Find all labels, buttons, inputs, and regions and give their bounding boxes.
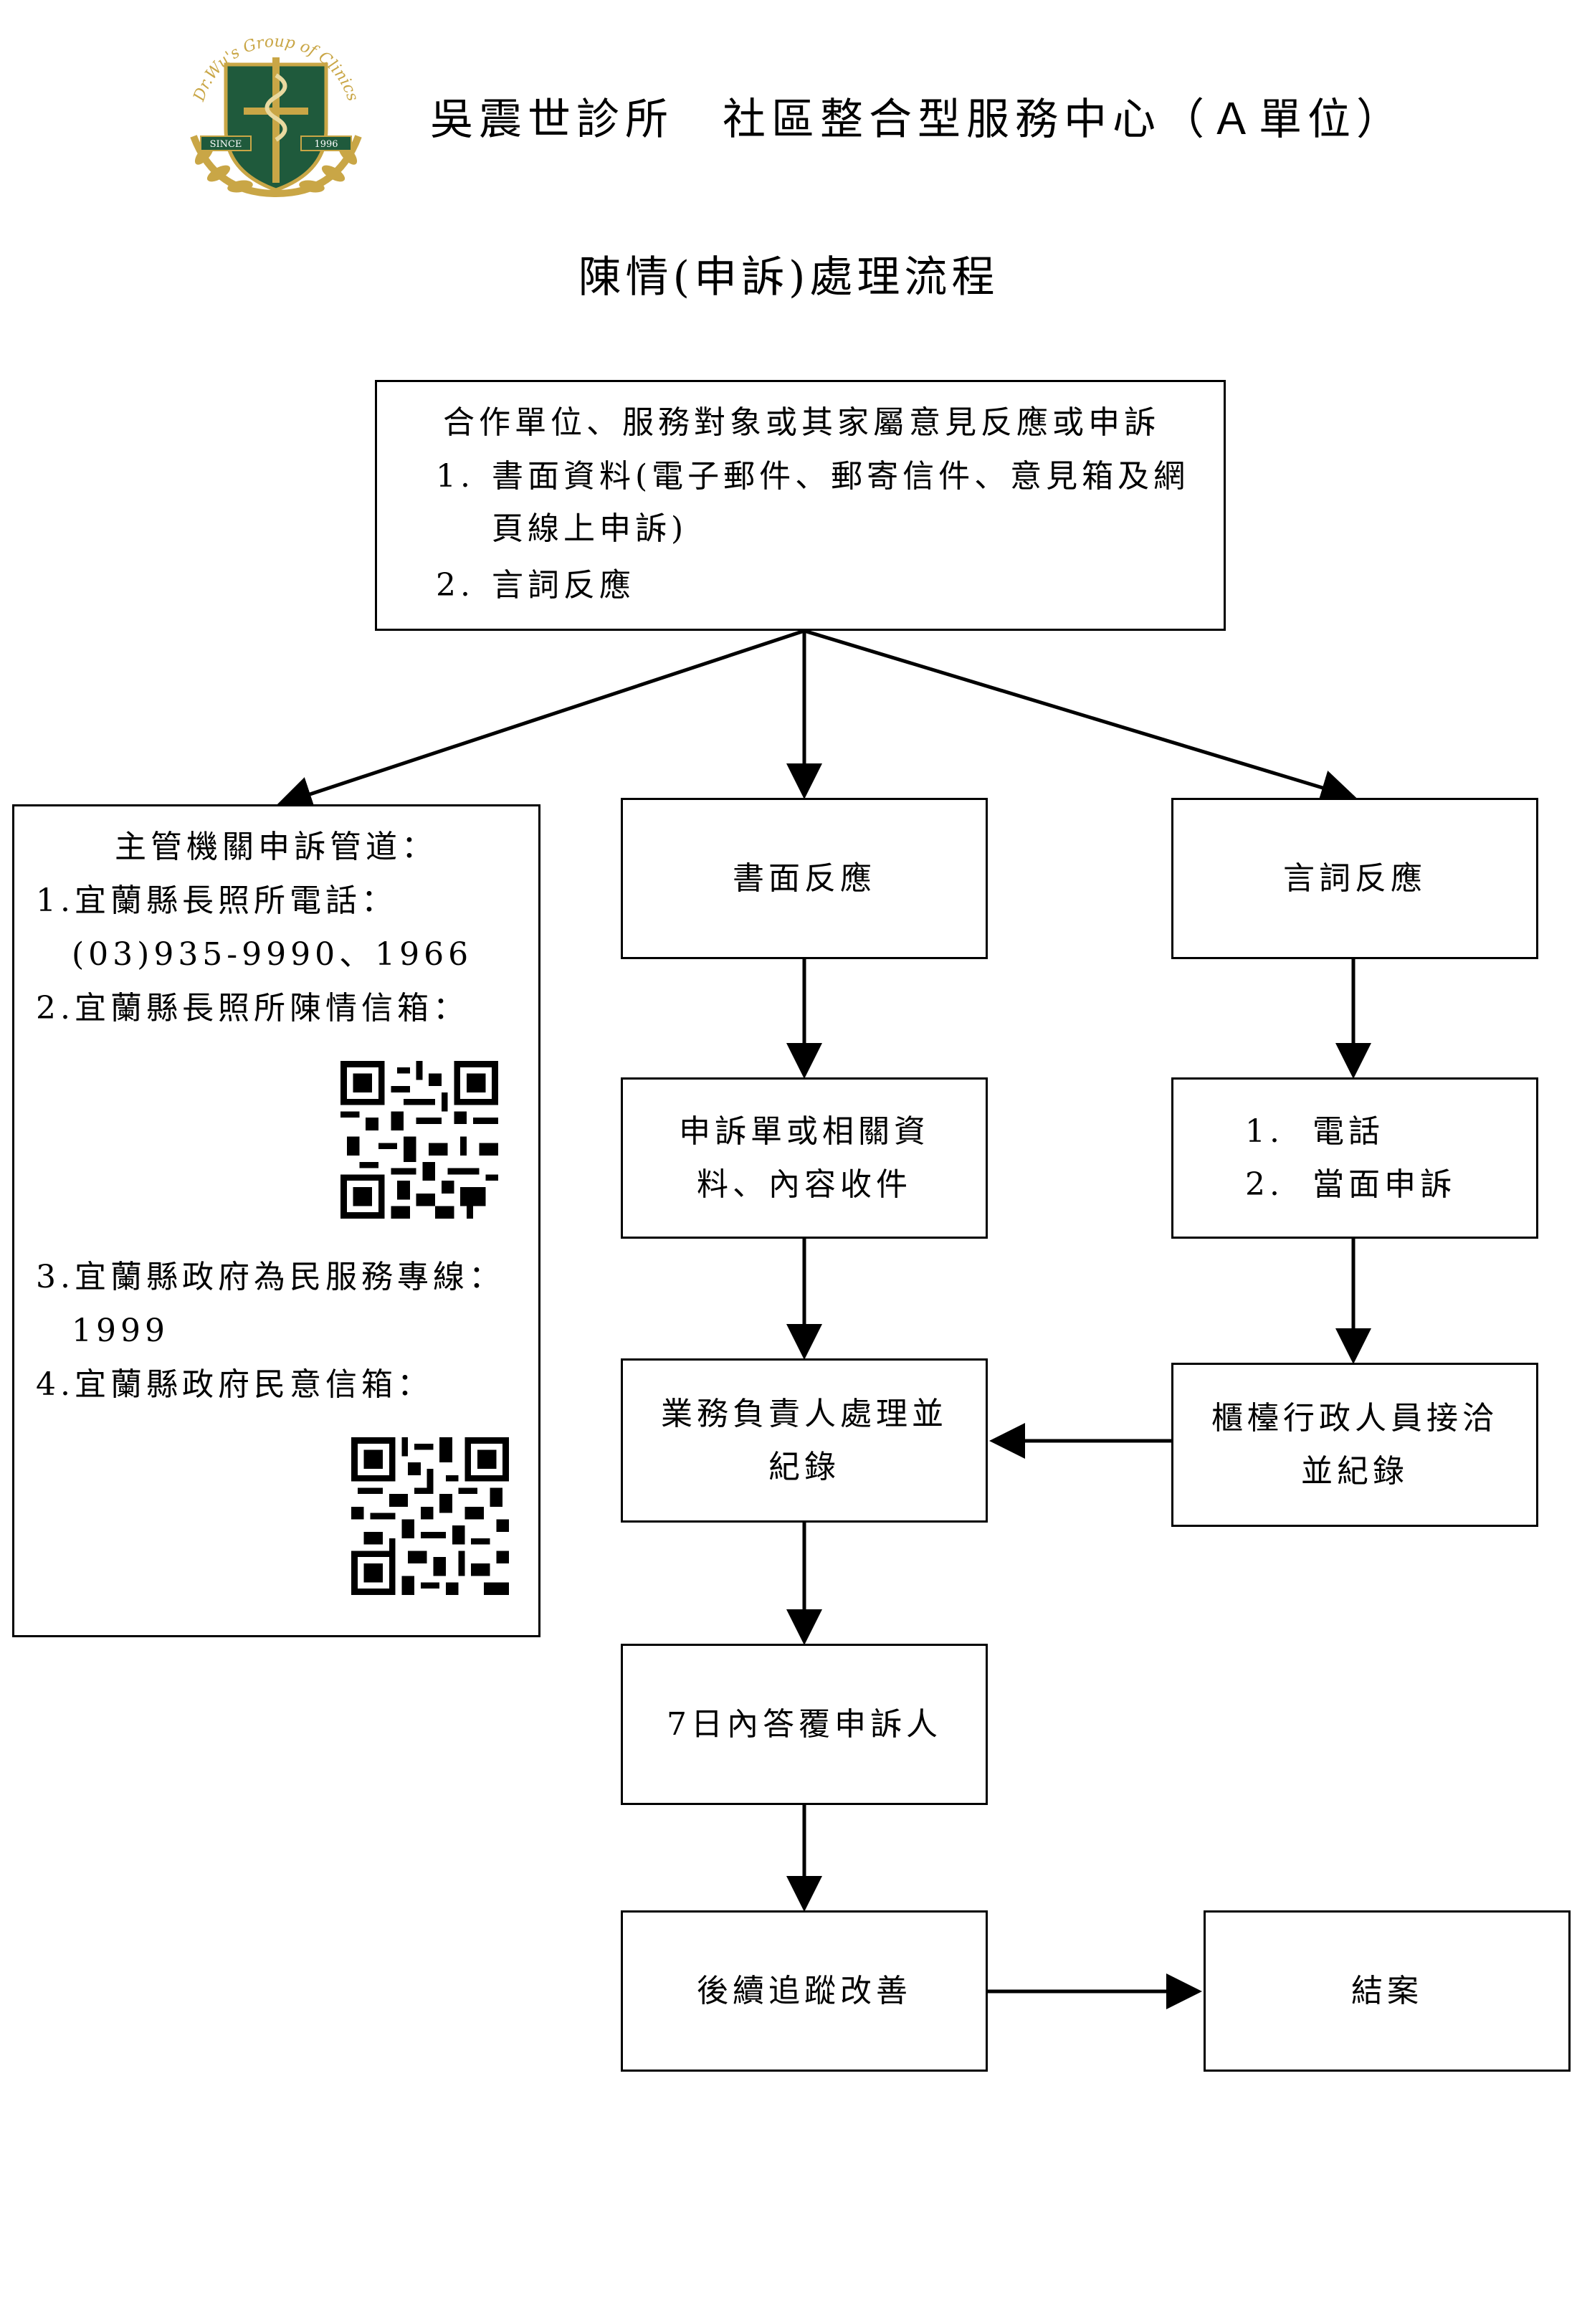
followup-label: 後續追蹤改善 [697, 1972, 912, 2009]
counter-staff-box: 櫃檯行政人員接洽 並紀錄 [1171, 1363, 1538, 1527]
handle-record-box: 業務負責人處理並 紀錄 [621, 1358, 988, 1523]
authority-item1-phone: (03)935-9990、1966 [72, 936, 473, 973]
intake-box: 合作單位、服務對象或其家屬意見反應或申訴 1. 書面資料(電子郵件、郵寄信件、意… [375, 380, 1226, 631]
close-case-box: 結案 [1204, 1910, 1571, 2072]
intake-heading: 合作單位、服務對象或其家屬意見反應或申訴 [443, 404, 1160, 441]
receive-complaint-line2: 料、內容收件 [697, 1166, 912, 1203]
close-case-label: 結案 [1351, 1972, 1423, 2009]
verbal-response-box: 言詞反應 [1171, 798, 1538, 959]
authority-item2: 2.宜蘭縣長照所陳情信箱： [36, 990, 469, 1027]
reply-box: 7日內答覆申訴人 [621, 1644, 988, 1805]
verbal-method-phone: 1. 電話 [1245, 1113, 1384, 1150]
authority-title: 主管機關申訴管道： [115, 829, 437, 865]
qr-code-county-mailbox[interactable] [351, 1437, 509, 1598]
receive-complaint-line1: 申訴單或相關資 [679, 1113, 930, 1150]
intake-item1-number: 1. [436, 458, 475, 495]
intake-item1-text: 書面資料(電子郵件、郵寄信件、意見箱及網 [492, 458, 1190, 495]
verbal-method-in-person: 2. 當面申訴 [1245, 1166, 1456, 1203]
authority-item4: 4.宜蘭縣政府民意信箱： [36, 1366, 433, 1403]
handle-record-line2: 紀錄 [768, 1448, 840, 1485]
logo-since-text: SINCE [210, 139, 242, 150]
intake-item2-number: 2. [436, 567, 475, 604]
handle-record-line1: 業務負責人處理並 [661, 1395, 948, 1432]
intake-item1-text-cont: 頁線上申訴) [492, 510, 688, 547]
counter-staff-line1: 櫃檯行政人員接洽 [1211, 1399, 1498, 1437]
authority-item3-number: 1999 [72, 1313, 169, 1349]
logo-year-text: 1996 [314, 139, 338, 150]
authority-item3: 3.宜蘭縣政府為民服務專線： [36, 1259, 505, 1295]
receive-complaint-box: 申訴單或相關資 料、內容收件 [621, 1077, 988, 1239]
qr-code-ltc-mailbox[interactable] [340, 1061, 498, 1221]
arrow-to-authority [276, 629, 805, 811]
document-title: 陳情(申訴)處理流程 [578, 252, 999, 303]
written-response-box: 書面反應 [621, 798, 988, 959]
verbal-methods-box: 1. 電話 2. 當面申訴 [1171, 1077, 1538, 1239]
clinic-logo: SINCE 1996 Dr.Wu's Group of Clinics [172, 14, 380, 201]
reply-label: 7日內答覆申訴人 [667, 1705, 942, 1743]
counter-staff-line2: 並紀錄 [1301, 1452, 1409, 1490]
verbal-response-label: 言詞反應 [1283, 859, 1426, 897]
written-response-label: 書面反應 [733, 859, 876, 897]
authority-channels-box: 主管機關申訴管道： 1.宜蘭縣長照所電話： (03)935-9990、1966 … [12, 804, 540, 1637]
org-title: 吳震世診所 社區整合型服務中心（Ａ單位） [430, 95, 1405, 145]
intake-item2-text: 言詞反應 [492, 567, 635, 604]
authority-item1: 1.宜蘭縣長照所電話： [36, 882, 397, 919]
followup-box: 後續追蹤改善 [621, 1910, 988, 2072]
arrow-to-verbal [804, 629, 1357, 805]
